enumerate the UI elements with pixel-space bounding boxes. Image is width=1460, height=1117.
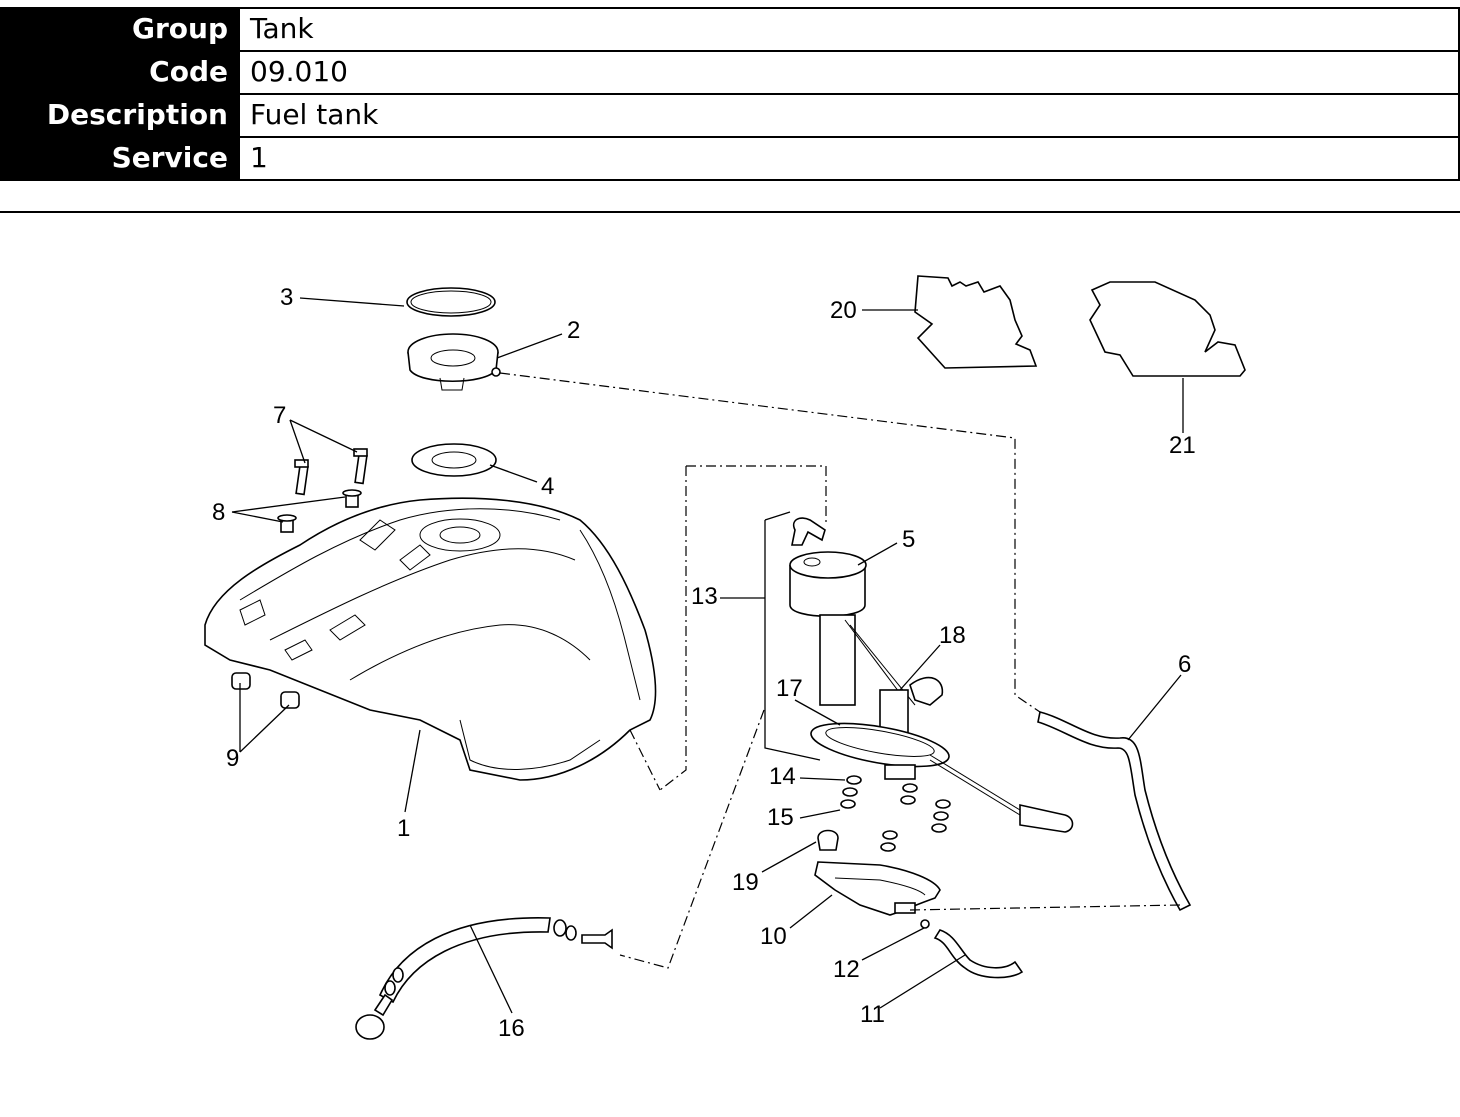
flange-part [407, 333, 501, 391]
callout-10: 10 [760, 923, 787, 950]
service-label: Service [0, 138, 238, 179]
group-label: Group [0, 9, 238, 50]
callout-20: 20 [830, 297, 857, 324]
bushing-parts [277, 489, 362, 533]
callout-17: 17 [776, 675, 803, 702]
callout-1: 1 [397, 815, 410, 842]
service-value: 1 [238, 138, 1460, 179]
screw-parts [294, 448, 368, 496]
panel-21-part [1089, 281, 1246, 377]
callout-14: 14 [769, 763, 796, 790]
fuel-tank-part [204, 497, 657, 781]
callout-16: 16 [498, 1015, 525, 1042]
info-row-description: Description Fuel tank [0, 93, 1460, 136]
info-row-service: Service 1 [0, 136, 1460, 181]
exploded-parts-diagram: 1 2 3 4 5 6 7 8 9 10 11 12 13 14 15 16 1… [204, 275, 1246, 1042]
callout-3: 3 [280, 284, 293, 311]
bracket-part [814, 861, 941, 916]
callout-6: 6 [1178, 651, 1191, 678]
hose-11-part [933, 929, 1024, 979]
assembly-lines [499, 372, 1181, 969]
panel-20-part [914, 275, 1038, 369]
hose-6-part [1037, 711, 1192, 912]
info-row-code: Code 09.010 [0, 50, 1460, 93]
callout-15: 15 [767, 804, 794, 831]
callout-18: 18 [939, 622, 966, 649]
section-divider [0, 211, 1460, 213]
callout-2: 2 [567, 317, 580, 344]
callout-12: 12 [833, 956, 860, 983]
callout-8: 8 [212, 499, 225, 526]
callout-labels: 1 2 3 4 5 6 7 8 9 10 11 12 13 14 15 16 1… [212, 284, 1196, 1042]
callout-7: 7 [273, 402, 286, 429]
callout-4: 4 [541, 473, 554, 500]
callout-9: 9 [226, 745, 239, 772]
fuel-line-part [355, 917, 613, 1040]
code-label: Code [0, 52, 238, 93]
callout-11: 11 [860, 1001, 885, 1028]
nut-parts [840, 775, 951, 852]
o-ring-part [406, 287, 496, 317]
clip-part [817, 829, 839, 851]
gasket-part [411, 443, 497, 477]
rubber-parts [231, 672, 300, 709]
fuel-pump-part [789, 517, 1074, 833]
info-row-group: Group Tank [0, 7, 1460, 50]
callout-19: 19 [732, 869, 759, 896]
group-value: Tank [238, 9, 1460, 50]
description-label: Description [0, 95, 238, 136]
leader-lines [231, 297, 1184, 1014]
callout-21: 21 [1169, 432, 1196, 459]
small-ring-part [920, 919, 930, 929]
code-value: 09.010 [238, 52, 1460, 93]
callout-5: 5 [902, 526, 915, 553]
part-info-table: Group Tank Code 09.010 Description Fuel … [0, 7, 1460, 181]
description-value: Fuel tank [238, 95, 1460, 136]
callout-13: 13 [691, 583, 718, 610]
